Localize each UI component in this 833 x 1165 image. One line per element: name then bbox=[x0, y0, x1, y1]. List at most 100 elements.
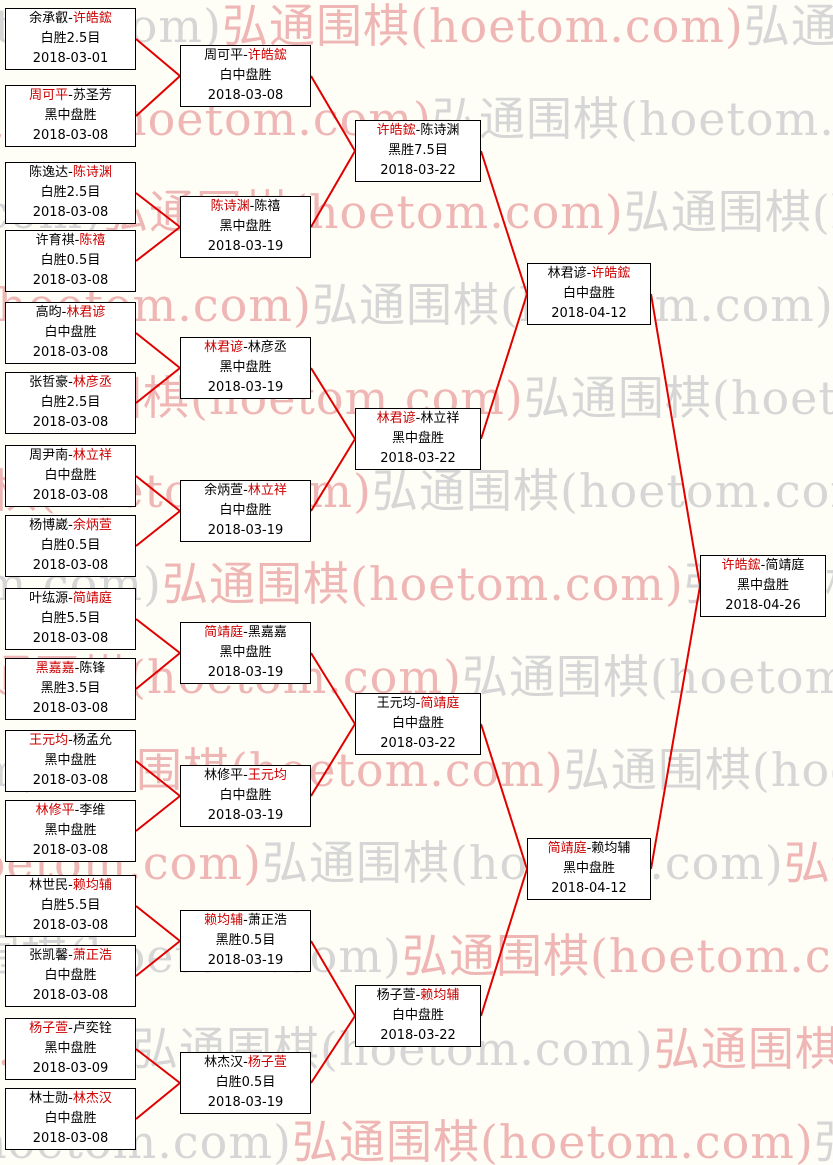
match-players: 陈逸达-陈诗渊 bbox=[29, 165, 112, 180]
match-players: 赖均辅-萧正浩 bbox=[204, 913, 287, 928]
match-date: 2018-04-12 bbox=[551, 881, 627, 896]
connector-line bbox=[135, 332, 181, 369]
match-result: 黑中盘胜 bbox=[562, 861, 615, 876]
match-box-round-of-32-14: 张凯馨-萧正浩白中盘胜 2018-03-08 bbox=[5, 945, 136, 1007]
match-date: 2018-03-08 bbox=[207, 88, 284, 103]
match-players: 林君谚-林立祥 bbox=[376, 411, 460, 426]
match-date: 2018-03-22 bbox=[380, 1028, 456, 1043]
match-result: 黑中盘胜 bbox=[44, 753, 97, 768]
player2-name: 陈禧 bbox=[79, 233, 106, 248]
player1-name: 林君谚 bbox=[204, 340, 244, 355]
player2-name: 林君谚 bbox=[66, 305, 106, 320]
match-result: 黑胜7.5目 bbox=[388, 143, 448, 158]
match-date: 2018-03-08 bbox=[32, 843, 109, 858]
player1-name: 高昀 bbox=[35, 305, 62, 320]
player2-name: 林立祥 bbox=[247, 483, 287, 498]
match-result: 黑中盘胜 bbox=[219, 219, 272, 234]
watermark-text: 弘通围棋(hoetom.com) bbox=[431, 92, 833, 146]
match-date: 2018-03-22 bbox=[380, 736, 456, 751]
player2-name: 简靖庭 bbox=[765, 558, 805, 573]
match-date: 2018-03-08 bbox=[32, 918, 109, 933]
connector-line bbox=[135, 1048, 181, 1084]
match-date: 2018-03-01 bbox=[32, 51, 109, 66]
match-result: 黑中盘胜 bbox=[219, 645, 272, 660]
match-date: 2018-03-08 bbox=[32, 701, 109, 716]
match-date: 2018-04-12 bbox=[551, 306, 627, 321]
player1-name: 赖均辅 bbox=[204, 913, 244, 928]
connector-line bbox=[135, 38, 181, 77]
player1-name: 林修平 bbox=[204, 768, 244, 783]
player2-name: 杨孟允 bbox=[72, 733, 112, 748]
match-result: 白中盘胜 bbox=[44, 968, 97, 983]
watermark-text: 弘通围棋(hoetom.com) bbox=[461, 650, 833, 704]
player1-name: 周可平 bbox=[204, 48, 244, 63]
player2-name: 林立祥 bbox=[72, 448, 112, 463]
player2-name: 林立祥 bbox=[420, 411, 460, 426]
player1-name: 许育祺 bbox=[35, 233, 75, 248]
connector-line bbox=[650, 585, 701, 870]
player2-name: 许皓鋐 bbox=[247, 48, 287, 63]
match-date: 2018-03-19 bbox=[207, 523, 284, 538]
match-players: 简靖庭-赖均辅 bbox=[547, 841, 631, 856]
match-result: 白胜0.5目 bbox=[40, 538, 101, 553]
match-players: 张凯馨-萧正浩 bbox=[29, 948, 112, 963]
match-date: 2018-03-19 bbox=[207, 665, 284, 680]
connector-line bbox=[480, 868, 528, 1017]
player1-name: 林君谚 bbox=[376, 411, 416, 426]
match-players: 杨博崴-余炳萱 bbox=[29, 518, 112, 533]
player2-name: 简靖庭 bbox=[420, 696, 460, 711]
watermark-text: 弘通围棋(hoetom.com) bbox=[371, 464, 833, 518]
match-date: 2018-03-08 bbox=[32, 415, 109, 430]
player1-name: 杨子萱 bbox=[29, 1021, 69, 1036]
connector-line bbox=[135, 760, 181, 797]
player1-name: 余承叡 bbox=[29, 11, 69, 26]
match-players: 余炳萱-林立祥 bbox=[204, 483, 287, 498]
player2-name: 苏圣芳 bbox=[72, 88, 112, 103]
match-result: 白中盘胜 bbox=[562, 286, 615, 301]
watermark-text: 弘通围棋(hoetom.com) bbox=[783, 836, 833, 890]
match-result: 白中盘胜 bbox=[219, 788, 272, 803]
match-result: 白中盘胜 bbox=[44, 468, 97, 483]
connector-line bbox=[135, 367, 181, 404]
match-result: 黑中盘胜 bbox=[44, 823, 97, 838]
player1-name: 周尹南 bbox=[29, 448, 69, 463]
connector-line bbox=[310, 723, 356, 797]
match-result: 黑中盘胜 bbox=[736, 578, 789, 593]
watermark-text: 弘通围棋(hoetom.com) bbox=[743, 0, 833, 53]
match-players: 张哲豪-林彦丞 bbox=[29, 375, 112, 390]
match-players: 杨子萱-卢奕铨 bbox=[29, 1021, 112, 1036]
match-result: 白胜5.5目 bbox=[40, 898, 101, 913]
watermark-text: 弘通围棋(hoetom.com) bbox=[161, 557, 684, 611]
match-date: 2018-03-08 bbox=[32, 988, 109, 1003]
watermark-text: 弘通围棋(hoetom.com) bbox=[563, 743, 833, 797]
player1-name: 林世民 bbox=[29, 878, 69, 893]
player2-name: 李维 bbox=[79, 803, 106, 818]
match-box-quarterfinals-4: 杨子萱-赖均辅白中盘胜 2018-03-22 bbox=[355, 985, 481, 1047]
player1-name: 周可平 bbox=[29, 88, 69, 103]
player2-name: 杨子萱 bbox=[247, 1055, 287, 1070]
connector-line bbox=[135, 510, 181, 547]
match-date: 2018-03-19 bbox=[207, 1095, 284, 1110]
player1-name: 王元均 bbox=[29, 733, 69, 748]
match-players: 杨子萱-赖均辅 bbox=[376, 988, 460, 1003]
connector-line bbox=[310, 367, 356, 440]
match-date: 2018-03-22 bbox=[380, 163, 456, 178]
match-players: 林修平-李维 bbox=[35, 803, 106, 818]
connector-line bbox=[135, 192, 181, 228]
match-result: 黑中盘胜 bbox=[219, 360, 272, 375]
player1-name: 黑嘉嘉 bbox=[35, 661, 75, 676]
player2-name: 林杰汉 bbox=[72, 1091, 112, 1106]
match-result: 白中盘胜 bbox=[391, 1008, 444, 1023]
match-date: 2018-03-08 bbox=[32, 345, 109, 360]
watermark-text: 弘通围棋(hoetom.com) bbox=[291, 1115, 814, 1165]
match-players: 许育祺-陈禧 bbox=[35, 233, 106, 248]
